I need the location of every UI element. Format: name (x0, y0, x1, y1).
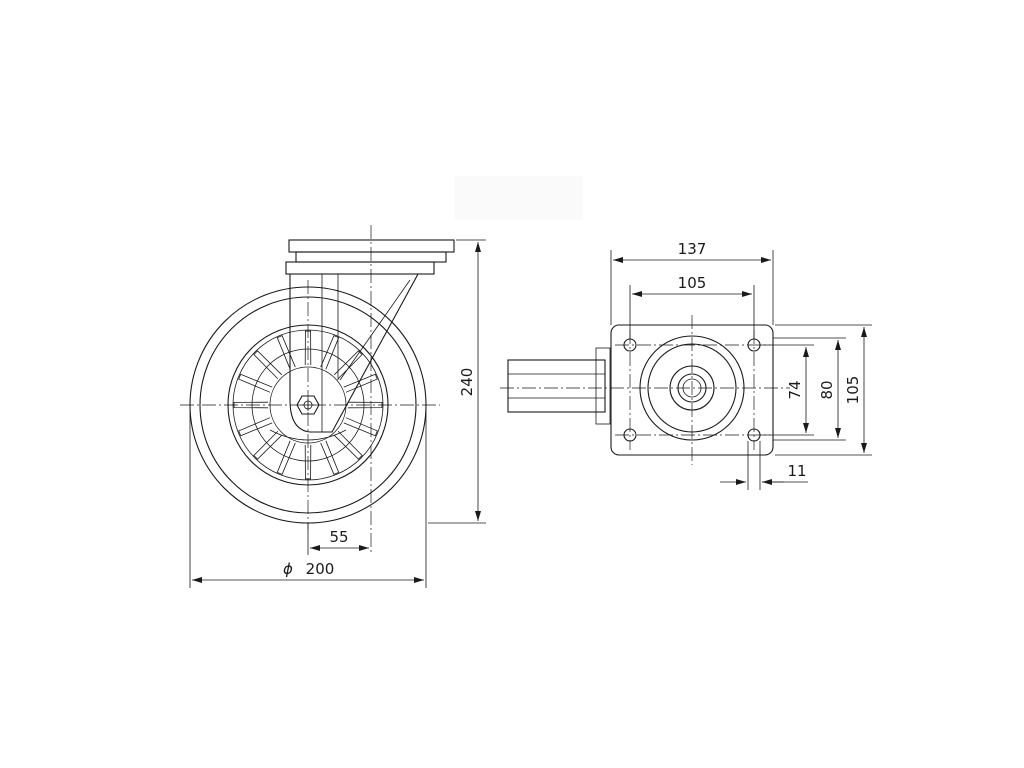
wheel-spoke (333, 350, 363, 380)
wheel-spoke (343, 417, 378, 437)
fork-leg (289, 273, 419, 433)
axle-nut (296, 395, 320, 415)
hole-spacing-x-label: 105 (678, 274, 707, 292)
fork-side-block (595, 347, 611, 425)
plate-width-label: 137 (678, 240, 707, 258)
diameter-label: 200 (306, 560, 335, 578)
wheel-spoke (320, 335, 340, 370)
wheel-spoke (333, 430, 363, 460)
side-view: 240 55 ϕ 200 (180, 225, 486, 588)
hub-arc (269, 429, 347, 441)
watermark-box (455, 176, 583, 220)
wheel-spoke (320, 440, 340, 475)
diameter-symbol: ϕ (283, 560, 293, 578)
hole-spacing-y-label: 74 (786, 380, 804, 399)
hole-diameter-label: 11 (787, 462, 806, 480)
plate-depth-label: 105 (844, 376, 862, 405)
wheel-spoke (238, 417, 273, 437)
height-label: 240 (458, 368, 476, 397)
wheel-top-body (507, 359, 606, 413)
top-view: 137 105 74 80 105 11 (500, 240, 872, 490)
offset-label: 55 (329, 528, 348, 546)
wheel-spoke (253, 350, 283, 380)
bearing-ring (285, 261, 435, 275)
wheel-spoke (276, 440, 296, 475)
top-plate (288, 239, 455, 253)
hole-spacing-y2-label: 80 (818, 380, 836, 399)
fork-edge (339, 279, 411, 381)
wheel-spoke (238, 373, 273, 393)
wheel-spoke (343, 373, 378, 393)
wheel-spoke (253, 430, 283, 460)
wheel-spoke (276, 335, 296, 370)
